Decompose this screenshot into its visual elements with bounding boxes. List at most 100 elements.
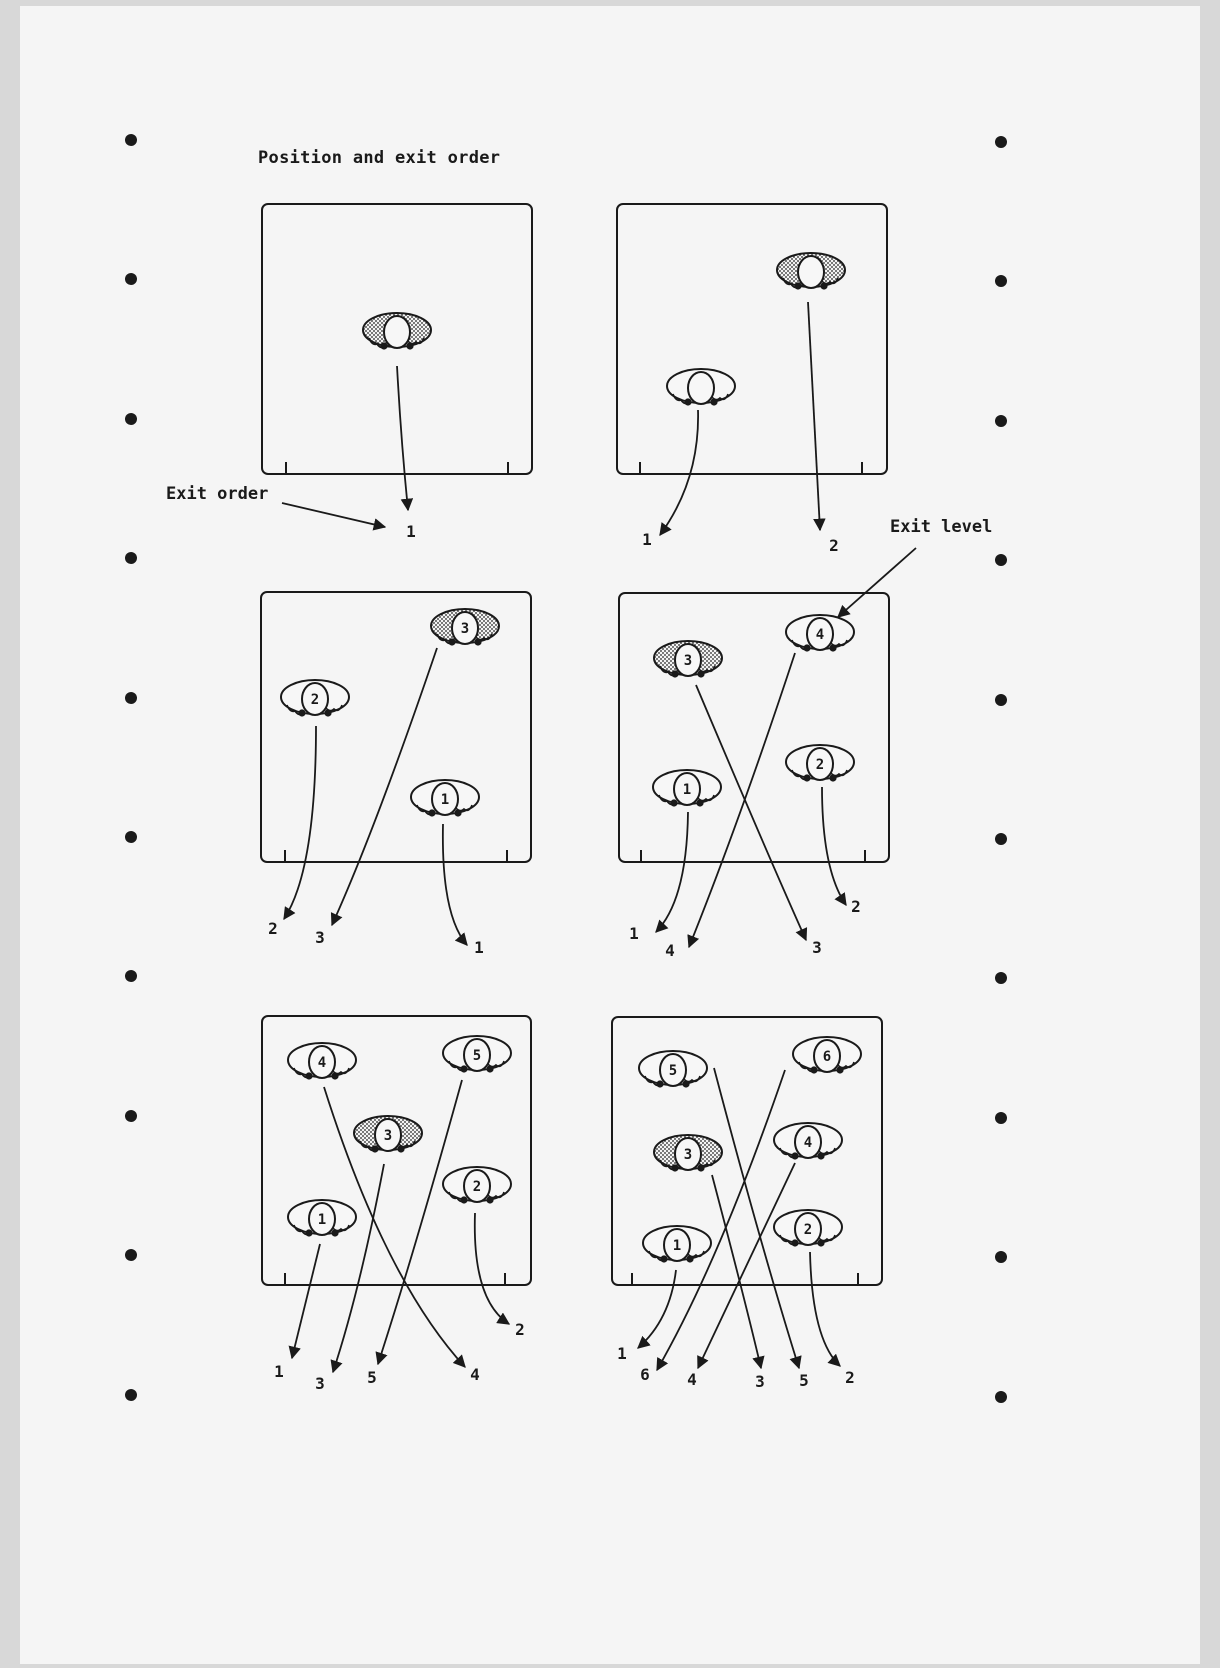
exit-path-arrow [660,410,698,535]
jumper-position-label: 3 [461,621,469,637]
jumper: 2 [774,1210,842,1247]
aircraft-door-frame [617,204,887,474]
binder-hole [995,554,1007,566]
panel-3: 2 3 1 2 3 1 [261,592,531,957]
exit-path-arrow [443,824,467,945]
jumper-position-label: 6 [823,1049,831,1065]
jumper-position-label: 1 [683,782,691,798]
exit-order-label: 1 [617,1344,627,1363]
exit-order-label: 2 [845,1368,855,1387]
jumper-position-label: 3 [684,653,692,669]
binder-hole [125,1389,137,1401]
exit-order-label: 1 [274,1362,284,1381]
jumper-position-label: 2 [311,692,319,708]
exit-order-label: 3 [755,1372,765,1391]
jumper: 4 [774,1123,842,1160]
exit-path-arrow [712,1175,761,1368]
binder-hole [995,1391,1007,1403]
binder-hole [125,134,137,146]
jumper: 4 [288,1043,356,1080]
exit-path-arrow [333,1164,384,1372]
binder-hole [125,831,137,843]
exit-order-label: 3 [315,928,325,947]
jumper [667,369,735,406]
panels: 112231231341214324532113542563412164352 [261,204,889,1393]
binder-hole [125,552,137,564]
exit-path-arrow [292,1244,320,1358]
jumper-position-label: 4 [804,1135,812,1151]
binder-hole [995,275,1007,287]
binder-holes-right [995,136,1007,1403]
jumper-shaded: 3 [431,609,499,646]
exit-path-arrow [696,685,806,940]
exit-path-arrow [397,366,408,510]
exit-order-label: 5 [367,1368,377,1387]
jumper-position-label: 4 [318,1055,326,1071]
exit-path-arrow [822,787,846,905]
exit-order-label: 5 [799,1371,809,1390]
binder-hole [995,1112,1007,1124]
exit-path-arrow [657,1070,785,1370]
binder-hole [995,972,1007,984]
jumper-position-label: 5 [473,1048,481,1064]
exit-order-label: 1 [629,924,639,943]
exit-order-label: 4 [665,941,675,960]
exit-order-label: 1 [406,522,416,541]
binder-hole [125,692,137,704]
jumper-shaded: 3 [654,641,722,678]
jumper-position-label: 2 [816,757,824,773]
panel-4: 3 4 1 2 1 4 3 2 [619,593,889,960]
exit-order-label: 3 [315,1374,325,1393]
jumper: 1 [411,780,479,817]
jumper-head [688,372,714,404]
binder-hole [125,1110,137,1122]
jumper: 2 [281,680,349,717]
jumper-position-label: 1 [318,1212,326,1228]
jumper: 1 [643,1226,711,1263]
jumper: 2 [786,745,854,782]
exit-order-label: 6 [640,1365,650,1384]
exit-order-label: 4 [687,1370,697,1389]
exit-order-label: 1 [642,530,652,549]
binder-hole [995,1251,1007,1263]
binder-hole [995,136,1007,148]
panel-1: 1 [262,204,532,541]
binder-hole [125,970,137,982]
jumper: 1 [653,770,721,807]
binder-hole [125,1249,137,1261]
exit-path-arrow [475,1213,509,1324]
exit-level-pointer-arrow [838,548,916,617]
exit-order-label: 1 [474,938,484,957]
jumper-position-label: 3 [384,1128,392,1144]
exit-order-pointer-arrow [282,503,385,527]
jumper-position-label: 4 [816,627,824,643]
exit-order-label: 2 [268,919,278,938]
jumper-position-label: 1 [673,1238,681,1254]
exit-order-label: 2 [851,897,861,916]
binder-hole [995,833,1007,845]
exit-order-label: 2 [829,536,839,555]
jumper-position-label: 1 [441,792,449,808]
jumper-head [798,256,824,288]
binder-holes-left [125,134,137,1401]
exit-path-arrow [284,726,316,919]
binder-hole [995,415,1007,427]
exit-order-label: 3 [812,938,822,957]
jumper-head [384,316,410,348]
jumper-position-label: 5 [669,1063,677,1079]
jumper-shaded [363,313,431,350]
binder-hole [125,273,137,285]
exit-order-label: 2 [515,1320,525,1339]
exit-path-arrow [698,1163,795,1368]
exit-path-arrow [656,812,688,932]
exit-order-label: 4 [470,1365,480,1384]
binder-hole [995,694,1007,706]
jumper: 5 [443,1036,511,1073]
exit-path-arrow [638,1270,676,1348]
jumper: 1 [288,1200,356,1237]
exit-path-arrow [808,302,820,530]
exit-path-arrow [810,1252,840,1366]
